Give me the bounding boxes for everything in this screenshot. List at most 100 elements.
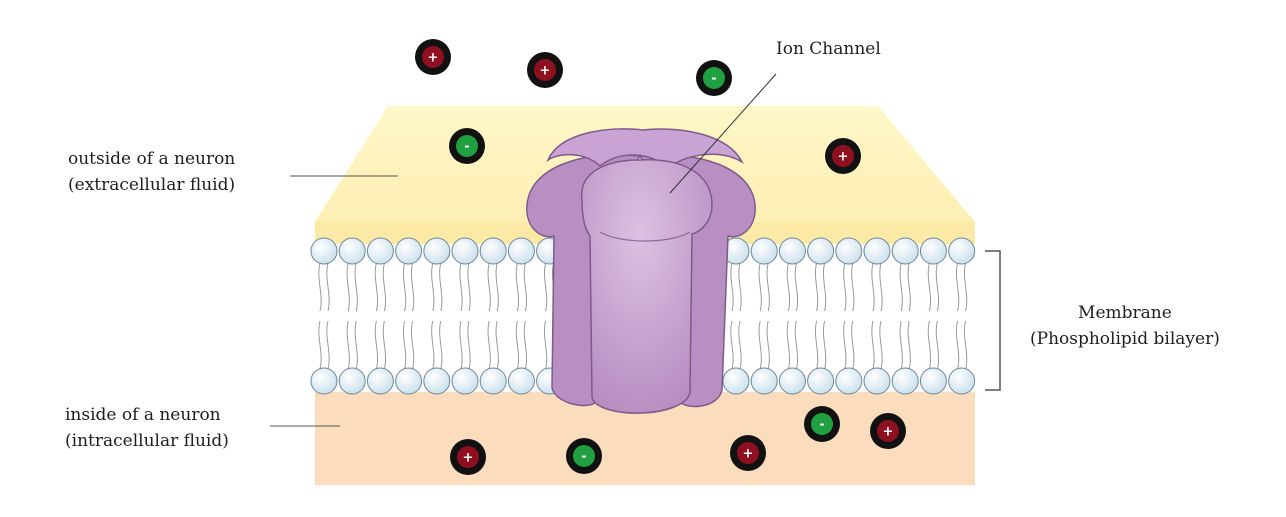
lipid-tail: [851, 262, 855, 312]
lipid-tail: [515, 262, 520, 312]
lipid-head: [948, 367, 976, 395]
lipid-tail: [495, 320, 499, 370]
lipid-tail: [730, 320, 734, 370]
lipid-tail: [495, 262, 499, 312]
lipid-head: [807, 237, 835, 265]
lipid-tail: [374, 262, 379, 312]
lipid-tail: [738, 320, 742, 370]
lipid-tail: [543, 262, 548, 312]
lipid-tail: [730, 262, 734, 312]
lipid-tail: [794, 262, 799, 312]
lipid-tail: [543, 320, 548, 370]
negative-ion: -: [449, 128, 485, 164]
lipid-tail: [382, 320, 387, 370]
lipid-head: [722, 367, 750, 395]
extracellular-label-line2: (extracellular fluid): [68, 175, 236, 195]
lipid-heads: [310, 237, 976, 395]
membrane-label: Membrane (Phospholipid bilayer): [1030, 300, 1220, 352]
lipid-tail: [955, 320, 960, 370]
ions: ++--++-+-+: [415, 39, 906, 475]
lipid-tail: [346, 320, 350, 370]
ion-channel-protein: [526, 128, 756, 414]
lipid-head: [750, 237, 778, 265]
negative-ion-symbol: -: [711, 72, 716, 87]
lipid-tail: [326, 320, 330, 370]
extracellular-label-line1: outside of a neuron: [68, 149, 236, 169]
lipid-head: [863, 237, 891, 265]
negative-ion: -: [804, 406, 840, 442]
lipid-head: [919, 367, 947, 395]
lipid-head: [395, 237, 423, 265]
lipid-head: [338, 237, 366, 265]
lipid-tail: [758, 262, 762, 312]
lipid-tail: [786, 320, 791, 370]
positive-ion-symbol: +: [838, 150, 849, 165]
lipid-tails: [318, 262, 968, 370]
intracellular-label-line1: inside of a neuron: [65, 405, 221, 425]
lipid-head: [423, 237, 451, 265]
lipid-tail: [346, 262, 350, 312]
negative-ion-symbol: -: [819, 418, 824, 433]
intracellular-label: inside of a neuron (intracellular fluid): [65, 402, 229, 454]
lipid-tail: [354, 320, 358, 370]
positive-ion-symbol: +: [428, 51, 439, 66]
lipid-head: [366, 367, 394, 395]
lipid-head: [948, 237, 976, 265]
ion-channel-top-cap: [546, 128, 744, 169]
lipid-tail: [402, 262, 407, 312]
positive-ion: +: [415, 39, 451, 75]
lipid-tail: [786, 262, 791, 312]
lipid-head: [423, 367, 451, 395]
lipid-tail: [879, 262, 883, 312]
lipid-head: [778, 367, 806, 395]
lipid-tail: [794, 320, 799, 370]
lipid-tail: [907, 320, 911, 370]
membrane-label-line2: (Phospholipid bilayer): [1030, 329, 1220, 349]
lipid-head: [891, 237, 919, 265]
lipid-head: [863, 367, 891, 395]
lipid-head: [338, 367, 366, 395]
lipid-head: [835, 367, 863, 395]
lipid-head: [807, 367, 835, 395]
lipid-tail: [871, 262, 875, 312]
lipid-head: [479, 367, 507, 395]
lipid-tail: [318, 262, 322, 312]
lipid-tail: [431, 320, 435, 370]
membrane-label-line1: Membrane: [1078, 303, 1172, 323]
lipid-tail: [899, 320, 903, 370]
lipid-tail: [410, 262, 415, 312]
lipid-tail: [927, 262, 932, 312]
lipid-tail: [935, 320, 940, 370]
lipid-tail: [758, 320, 762, 370]
lipid-tail: [354, 262, 358, 312]
lipid-tail: [851, 320, 855, 370]
lipid-tail: [822, 262, 827, 312]
lipid-head: [919, 237, 947, 265]
lipid-head: [451, 367, 479, 395]
lipid-head: [750, 367, 778, 395]
lipid-tail: [766, 320, 770, 370]
lipid-tail: [467, 262, 471, 312]
lipid-tail: [467, 320, 471, 370]
positive-ion-symbol: +: [463, 451, 474, 466]
lipid-tail: [955, 262, 960, 312]
lipid-head: [451, 237, 479, 265]
ion-channel-label: Ion Channel: [776, 39, 881, 59]
lipid-head: [891, 367, 919, 395]
lipid-head: [507, 367, 535, 395]
lipid-tail: [935, 262, 940, 312]
lipid-head: [507, 237, 535, 265]
positive-ion: +: [870, 413, 906, 449]
lipid-tail: [822, 320, 827, 370]
lipid-tail: [899, 262, 903, 312]
lipid-tail: [814, 320, 819, 370]
lipid-tail: [927, 320, 932, 370]
negative-ion: -: [566, 438, 602, 474]
lipid-tail: [402, 320, 407, 370]
lipid-head: [479, 237, 507, 265]
positive-ion: +: [825, 138, 861, 174]
lipid-tail: [963, 320, 968, 370]
lipid-tail: [382, 262, 387, 312]
lipid-tail: [963, 262, 968, 312]
